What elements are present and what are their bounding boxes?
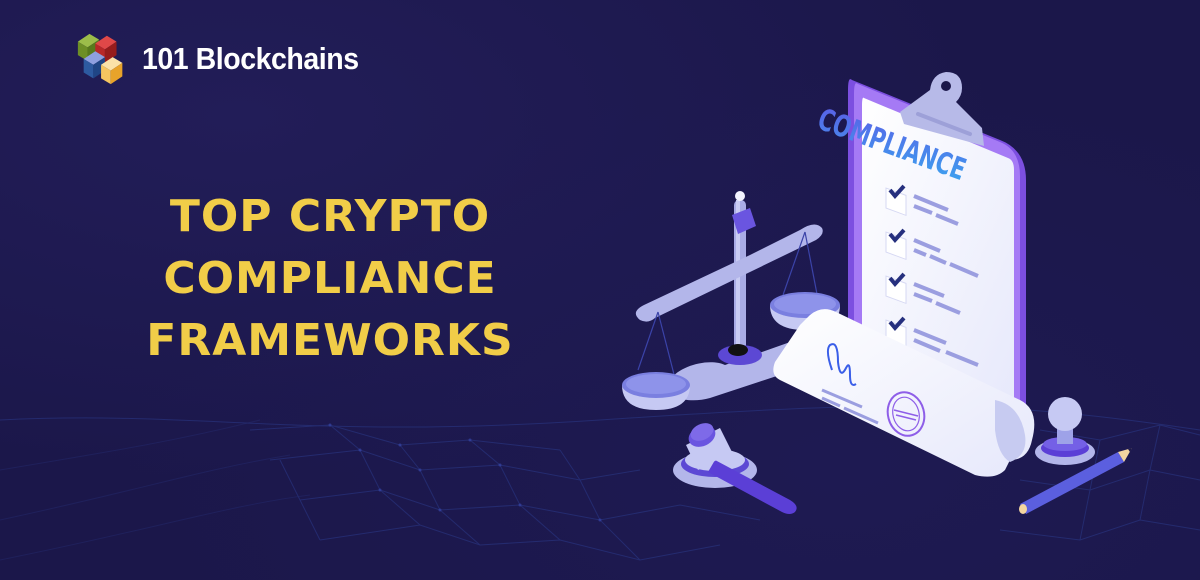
signature: [826, 343, 857, 386]
page-title: TOP CRYPTO COMPLIANCE FRAMEWORKS: [120, 186, 540, 372]
stamp-icon: [1035, 397, 1095, 465]
pencil-icon: [1019, 448, 1132, 514]
checkmark-icon: [888, 272, 906, 288]
gavel-icon: [673, 423, 797, 514]
brand-logo[interactable]: 101 Blockchains: [74, 30, 377, 88]
headline-line-1: TOP CRYPTO: [169, 191, 491, 242]
seal-stamp-mark: [886, 391, 926, 437]
checklist-item: [885, 184, 959, 226]
stacked-cubes-icon: [77, 33, 123, 85]
headline-line-3: FRAMEWORKS: [146, 315, 514, 366]
scales-of-justice-icon: [622, 191, 840, 410]
checkmark-icon: [888, 228, 906, 244]
checklist: [885, 184, 979, 367]
brand-name: 101 Blockchains: [142, 41, 359, 76]
signed-document-icon: [773, 309, 1035, 477]
compliance-illustration: COMPLIANCE: [622, 72, 1132, 514]
checkmark-icon: [888, 316, 906, 332]
checklist-item: [885, 228, 979, 278]
headline-line-2: COMPLIANCE: [163, 253, 497, 304]
checklist-item: [885, 272, 961, 315]
checkmark-icon: [888, 184, 906, 200]
